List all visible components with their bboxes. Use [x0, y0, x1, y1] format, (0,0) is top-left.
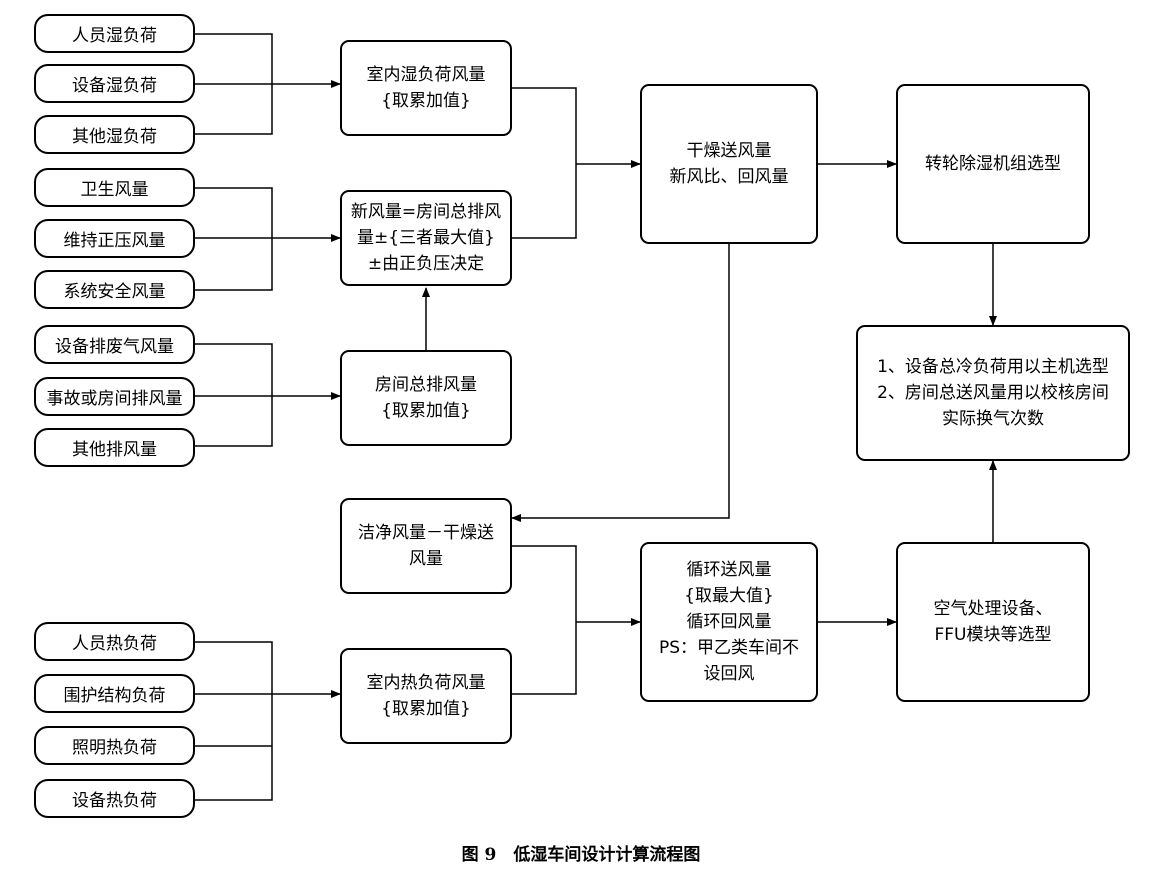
- box-system-safety-air: 系统安全风量: [34, 270, 195, 309]
- box-label: 照明热负荷: [72, 738, 157, 758]
- box-label: 人员湿负荷: [72, 26, 157, 46]
- box-line: 室内热负荷风量: [366, 673, 486, 693]
- box-ahu-ffu-selection: 空气处理设备、 FFU模块等选型: [896, 542, 1090, 702]
- box-fresh-air-volume: 新风量=房间总排风量±{三者最大值} ±由正负压决定: [340, 190, 512, 286]
- box-hygiene-air: 卫生风量: [34, 168, 195, 207]
- box-positive-pressure-air: 维持正压风量: [34, 219, 195, 258]
- box-circulation-air: 循环送风量 {取最大值} 循环回风量 PS：甲乙类车间不 设回风: [640, 542, 818, 702]
- box-label: 维持正压风量: [63, 231, 166, 251]
- box-envelope-load: 围护结构负荷: [34, 674, 195, 713]
- box-line: 风量: [409, 549, 443, 569]
- box-line: 空气处理设备、: [933, 599, 1053, 619]
- box-label: 设备湿负荷: [72, 76, 157, 96]
- box-accident-exhaust-air: 事故或房间排风量: [34, 377, 195, 416]
- box-label: 人员热负荷: [72, 634, 157, 654]
- box-line: 设回风: [703, 664, 755, 684]
- box-indoor-humidity-air-volume: 室内湿负荷风量 {取累加值}: [340, 40, 512, 136]
- box-line: {取累加值}: [381, 91, 471, 111]
- box-rotor-dehumidifier-selection: 转轮除湿机组选型: [896, 84, 1090, 244]
- connector-exhaust-group: [195, 343, 273, 447]
- box-label: 其他湿负荷: [72, 127, 157, 147]
- box-line: 量±{三者最大值}: [357, 228, 495, 248]
- box-equipment-heat-load: 设备热负荷: [34, 779, 195, 818]
- box-line: 新风量=房间总排风: [350, 202, 502, 222]
- box-line: ±由正负压决定: [367, 254, 485, 274]
- box-line: {取累加值}: [381, 699, 471, 719]
- box-line: 2、房间总送风量用以校核房间: [877, 383, 1109, 403]
- arrow-dry-to-clean: [511, 244, 730, 522]
- box-label: 事故或房间排风量: [46, 389, 183, 409]
- box-label: 设备热负荷: [72, 791, 157, 811]
- box-other-exhaust-air: 其他排风量: [34, 428, 195, 467]
- box-line: {取累加值}: [381, 401, 471, 421]
- box-line: {取最大值}: [684, 586, 774, 606]
- box-equipment-humidity-load: 设备湿负荷: [34, 64, 195, 103]
- box-line: PS：甲乙类车间不: [658, 638, 800, 658]
- box-line: 转轮除湿机组选型: [925, 154, 1061, 174]
- connector-humidity-group: [195, 33, 273, 135]
- box-selection-notes: 1、设备总冷负荷用以主机选型 2、房间总送风量用以校核房间 实际换气次数: [856, 325, 1130, 461]
- box-line: 干燥送风量: [686, 141, 772, 161]
- box-line: 实际换气次数: [941, 409, 1044, 429]
- box-personnel-humidity-load: 人员湿负荷: [34, 14, 195, 53]
- box-line: 洁净风量－干燥送: [358, 523, 494, 543]
- box-equipment-exhaust-air: 设备排废气风量: [34, 325, 195, 364]
- box-personnel-heat-load: 人员热负荷: [34, 622, 195, 661]
- box-lighting-heat-load: 照明热负荷: [34, 726, 195, 765]
- box-total-exhaust-air: 房间总排风量 {取累加值}: [340, 350, 512, 446]
- box-label: 卫生风量: [80, 180, 149, 200]
- connector-heat-group: [195, 641, 273, 801]
- box-line: 1、设备总冷负荷用以主机选型: [877, 357, 1109, 377]
- box-clean-air-minus-dry-supply: 洁净风量－干燥送风量: [340, 498, 512, 594]
- box-line: 房间总排风量: [375, 375, 477, 395]
- box-label: 围护结构负荷: [63, 686, 166, 706]
- figure-caption: 图 9 低湿车间设计计算流程图: [461, 845, 701, 865]
- connector-fresh-group: [195, 187, 273, 291]
- box-line: 室内湿负荷风量: [366, 65, 486, 85]
- box-line: 循环送风量: [686, 560, 772, 580]
- box-indoor-heat-air-volume: 室内热负荷风量 {取累加值}: [340, 648, 512, 744]
- box-label: 其他排风量: [72, 440, 157, 460]
- box-label: 系统安全风量: [63, 282, 166, 302]
- box-other-humidity-load: 其他湿负荷: [34, 115, 195, 154]
- box-line: FFU模块等选型: [934, 625, 1052, 645]
- box-line: 循环回风量: [686, 612, 772, 632]
- connector-to-circulation: [512, 545, 577, 695]
- box-line: 新风比、回风量: [669, 167, 789, 187]
- box-dry-supply-air: 干燥送风量新风比、回风量: [640, 84, 818, 244]
- connector-to-dry-supply: [512, 87, 577, 239]
- box-label: 设备排废气风量: [55, 337, 174, 357]
